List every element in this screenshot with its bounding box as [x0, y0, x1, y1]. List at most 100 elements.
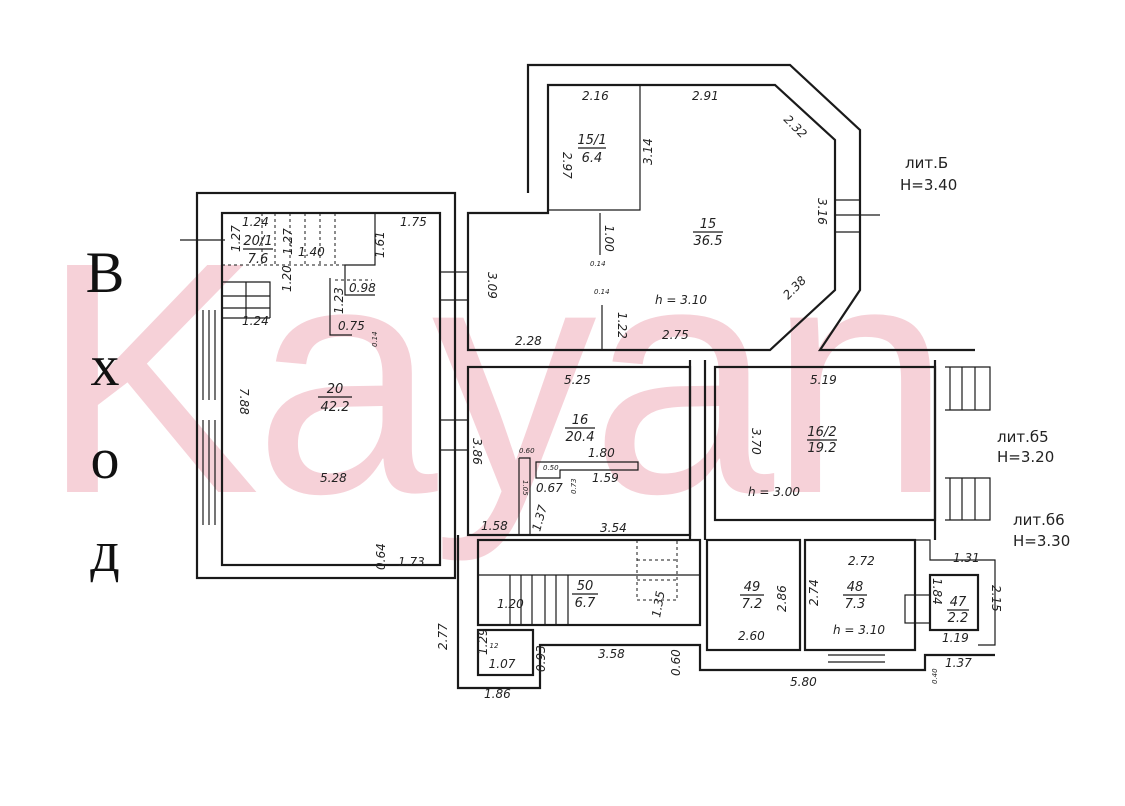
room-49: 497.2	[740, 580, 764, 612]
ceiling-heights: h = 3.10 h = 3.00 h = 3.10	[655, 293, 885, 637]
svg-text:2.91: 2.91	[692, 89, 719, 103]
svg-text:3.09: 3.09	[485, 272, 499, 299]
svg-text:1.73: 1.73	[398, 555, 425, 569]
zone-name: лит.б5	[997, 428, 1049, 446]
svg-text:20/1: 20/1	[243, 234, 272, 249]
svg-text:2.60: 2.60	[738, 629, 765, 643]
svg-text:0.64: 0.64	[374, 543, 388, 570]
svg-text:48: 48	[847, 580, 864, 595]
svg-text:0.73: 0.73	[570, 478, 578, 494]
svg-text:36.5: 36.5	[694, 234, 723, 249]
dimension-labels: 1.24 1.27 1.27 1.40 1.75 1.61 1.20 0.98 …	[229, 89, 1003, 701]
room-16: 16 20.4	[565, 413, 595, 445]
svg-text:3.14: 3.14	[641, 138, 655, 165]
svg-text:2.32: 2.32	[781, 112, 810, 141]
svg-text:1.00: 1.00	[602, 225, 616, 252]
svg-text:2.28: 2.28	[515, 334, 542, 348]
room-15-1: 15/16.4	[577, 133, 606, 166]
svg-text:1.05: 1.05	[521, 480, 529, 496]
svg-text:h = 3.10: h = 3.10	[655, 293, 707, 307]
svg-text:47: 47	[950, 595, 967, 610]
svg-text:2.16: 2.16	[582, 89, 609, 103]
svg-text:1.86: 1.86	[484, 687, 511, 701]
room-20-1: 20/1 7.6	[243, 234, 273, 267]
svg-text:1.23: 1.23	[332, 287, 346, 314]
svg-text:0.50: 0.50	[543, 464, 559, 472]
room-16-2: 16/219.2	[807, 425, 837, 456]
svg-text:3.54: 3.54	[600, 521, 627, 535]
svg-text:16: 16	[572, 413, 589, 428]
svg-text:50: 50	[577, 579, 594, 594]
svg-text:1.27: 1.27	[229, 225, 243, 252]
top-block-walls	[466, 63, 975, 352]
svg-text:3.70: 3.70	[749, 428, 763, 455]
svg-text:2.72: 2.72	[848, 554, 875, 568]
lower-block-walls	[456, 535, 996, 690]
svg-text:1.19: 1.19	[942, 631, 969, 645]
svg-text:19.2: 19.2	[808, 441, 837, 456]
svg-text:1.07: 1.07	[489, 657, 516, 671]
room-47: 472.2	[947, 595, 969, 626]
svg-text:7.2: 7.2	[742, 597, 763, 612]
zone-name: лит.Б	[905, 154, 948, 172]
room-48: 487.3	[843, 580, 867, 612]
svg-text:0.67: 0.67	[536, 481, 563, 495]
svg-text:5.19: 5.19	[810, 373, 837, 387]
svg-text:42.2: 42.2	[321, 400, 350, 415]
svg-text:7.6: 7.6	[248, 252, 269, 267]
room-20: 20 42.2	[318, 382, 352, 415]
entrance-label: Вход	[85, 240, 125, 584]
svg-text:2.2: 2.2	[948, 611, 969, 626]
room-15: 15 36.5	[693, 217, 723, 249]
svg-text:1.20: 1.20	[280, 265, 294, 292]
zone-labels: лит.Б H=3.40 лит.б5 H=3.20 лит.б6 H=3.30	[900, 154, 1070, 550]
svg-text:2.75: 2.75	[662, 328, 689, 342]
svg-text:2.97: 2.97	[560, 152, 574, 179]
svg-text:5.80: 5.80	[790, 675, 817, 689]
room-12: 121.07	[489, 642, 516, 671]
svg-text:1.40: 1.40	[298, 245, 325, 259]
svg-text:12: 12	[490, 642, 499, 650]
svg-text:2.74: 2.74	[807, 579, 821, 606]
svg-text:1.24: 1.24	[242, 215, 269, 229]
svg-text:1.20: 1.20	[497, 597, 524, 611]
svg-text:3.16: 3.16	[815, 198, 829, 225]
svg-text:0.40: 0.40	[931, 668, 939, 684]
svg-text:0.60: 0.60	[669, 649, 683, 676]
svg-text:2.15: 2.15	[989, 585, 1003, 612]
svg-text:1.37: 1.37	[945, 656, 972, 670]
svg-text:h = 3.00: h = 3.00	[748, 485, 800, 499]
svg-text:20: 20	[327, 382, 344, 397]
svg-text:15: 15	[700, 217, 717, 232]
svg-text:1.27: 1.27	[281, 228, 295, 255]
svg-text:5.25: 5.25	[564, 373, 591, 387]
svg-text:1.61: 1.61	[373, 231, 387, 258]
svg-text:1.75: 1.75	[400, 215, 427, 229]
svg-text:h = 3.10: h = 3.10	[833, 623, 885, 637]
svg-text:1.58: 1.58	[481, 519, 508, 533]
svg-text:6.7: 6.7	[575, 596, 596, 611]
zone-height: H=3.20	[997, 448, 1054, 466]
left-block-walls	[180, 191, 468, 580]
svg-text:0.60: 0.60	[519, 447, 535, 455]
room-labels: 20 42.2 20/1 7.6 15/16.4 15 36.5 16 20.4 16/…	[243, 133, 969, 671]
svg-text:1.37: 1.37	[529, 503, 550, 533]
zone-name: лит.б6	[1013, 511, 1065, 529]
svg-text:3.86: 3.86	[470, 438, 484, 465]
svg-text:20.4: 20.4	[566, 430, 595, 445]
svg-text:16/2: 16/2	[807, 425, 836, 440]
svg-text:1.84: 1.84	[930, 578, 944, 605]
room-50: 506.7	[572, 579, 598, 611]
svg-text:3.58: 3.58	[598, 647, 625, 661]
svg-text:0.98: 0.98	[349, 281, 376, 295]
svg-text:1.24: 1.24	[242, 314, 269, 328]
svg-text:15/1: 15/1	[577, 133, 606, 148]
svg-text:1.35: 1.35	[649, 590, 667, 619]
svg-text:1.80: 1.80	[588, 446, 615, 460]
svg-text:2.86: 2.86	[775, 585, 789, 612]
svg-text:1.29: 1.29	[476, 628, 490, 655]
watermark: Kayan	[40, 193, 946, 564]
svg-text:0.14: 0.14	[590, 260, 606, 268]
svg-text:49: 49	[744, 580, 761, 595]
